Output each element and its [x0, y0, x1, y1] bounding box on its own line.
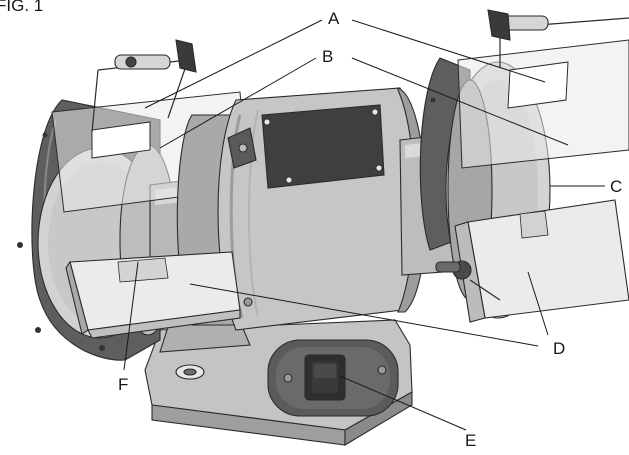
power-switch[interactable]	[304, 354, 346, 401]
callout-d: D	[553, 339, 565, 358]
right-eye-shield	[457, 17, 629, 169]
adjustment-knob[interactable]	[175, 39, 197, 73]
motor-housing	[176, 87, 427, 331]
callout-b: B	[322, 47, 333, 66]
left-shield-bracket	[114, 39, 197, 73]
screw-icon	[283, 373, 293, 383]
bolt-icon	[99, 345, 105, 351]
screw-icon	[377, 365, 387, 375]
bolt-icon	[35, 327, 41, 333]
bolt-icon	[430, 97, 436, 103]
adjustment-knob[interactable]	[487, 9, 511, 41]
motor-nameplate	[261, 104, 385, 189]
bolt-icon	[17, 242, 23, 248]
figure-caption: FIG. 1	[0, 0, 43, 15]
right-tool-rest	[435, 199, 629, 323]
callout-e: E	[465, 431, 476, 450]
callout-a: A	[328, 9, 340, 28]
callout-leaders	[123, 19, 605, 431]
bolt-icon	[42, 132, 48, 138]
callout-c: C	[610, 177, 622, 196]
right-shield-bracket	[487, 9, 549, 41]
left-tool-rest	[65, 251, 253, 339]
bolt-icon	[243, 297, 253, 307]
callout-f: F	[118, 375, 128, 394]
